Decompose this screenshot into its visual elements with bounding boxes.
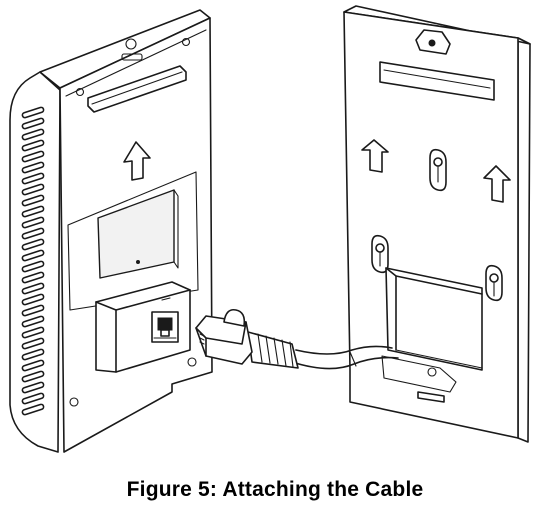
vent-slots [21,106,45,416]
vent-slot [21,183,45,196]
cable-attachment-illustration [9,5,531,453]
cable-cutout [385,267,483,371]
screw-hole [69,397,79,407]
vent-slot [21,260,45,273]
vent-slot [21,282,45,295]
vent-slot [21,238,45,251]
vent-slot [21,326,45,339]
vent-slot [21,227,45,240]
keyhole-slot-icon [485,264,503,302]
screw-hole [75,87,85,97]
screw-hole [181,37,191,47]
keyhole-slot-icon [429,148,447,192]
vent-slot [21,139,45,152]
vent-slot [21,348,45,361]
up-arrow-icon [123,141,151,181]
vent-slot [21,304,45,317]
vent-slot [21,293,45,306]
vent-slot [21,194,45,207]
vent-slot [21,106,45,119]
keyhole-slot-icon [371,234,389,274]
vent-slot [21,172,45,185]
vent-slot [21,150,45,163]
vent-slot [21,337,45,350]
wall-mount-plate [343,5,531,443]
ethernet-cable-icon [195,308,399,370]
vent-slot [21,392,45,405]
vent-slot [21,128,45,141]
up-arrow-icon [483,165,511,203]
access-point-device [9,9,213,453]
label-slot [121,53,143,61]
figure-caption: Figure 5: Attaching the Cable [126,478,424,501]
screw-hole [187,357,197,367]
vent-slot [21,403,45,416]
vent-slot [21,161,45,174]
vent-slot [21,117,45,130]
vent-slot [21,315,45,328]
mounting-rail [87,65,187,113]
mounting-slot [379,61,495,101]
vent-slot [21,249,45,262]
vent-slot [21,370,45,383]
up-arrow-icon [361,139,389,173]
vent-slot [21,381,45,394]
vent-slot [21,359,45,372]
screw-hole [125,38,137,50]
connector-block [95,281,191,373]
vent-slot [21,271,45,284]
vent-slot [21,205,45,218]
vent-slot [21,216,45,229]
